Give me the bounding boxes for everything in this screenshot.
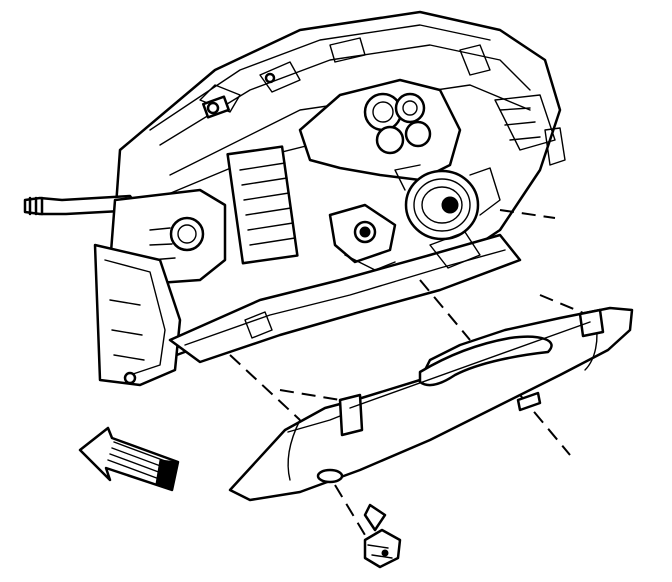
instrument-cluster-gauges [298, 78, 462, 182]
lower-left-bracket [93, 243, 182, 387]
lower-carrier-rail [168, 231, 522, 364]
steering-column [23, 145, 397, 287]
retaining-bolt [363, 503, 402, 569]
direction-arrow-icon [78, 426, 180, 492]
round-gauge-housing [394, 164, 501, 241]
knee-bolster-trim-panel [228, 306, 634, 502]
